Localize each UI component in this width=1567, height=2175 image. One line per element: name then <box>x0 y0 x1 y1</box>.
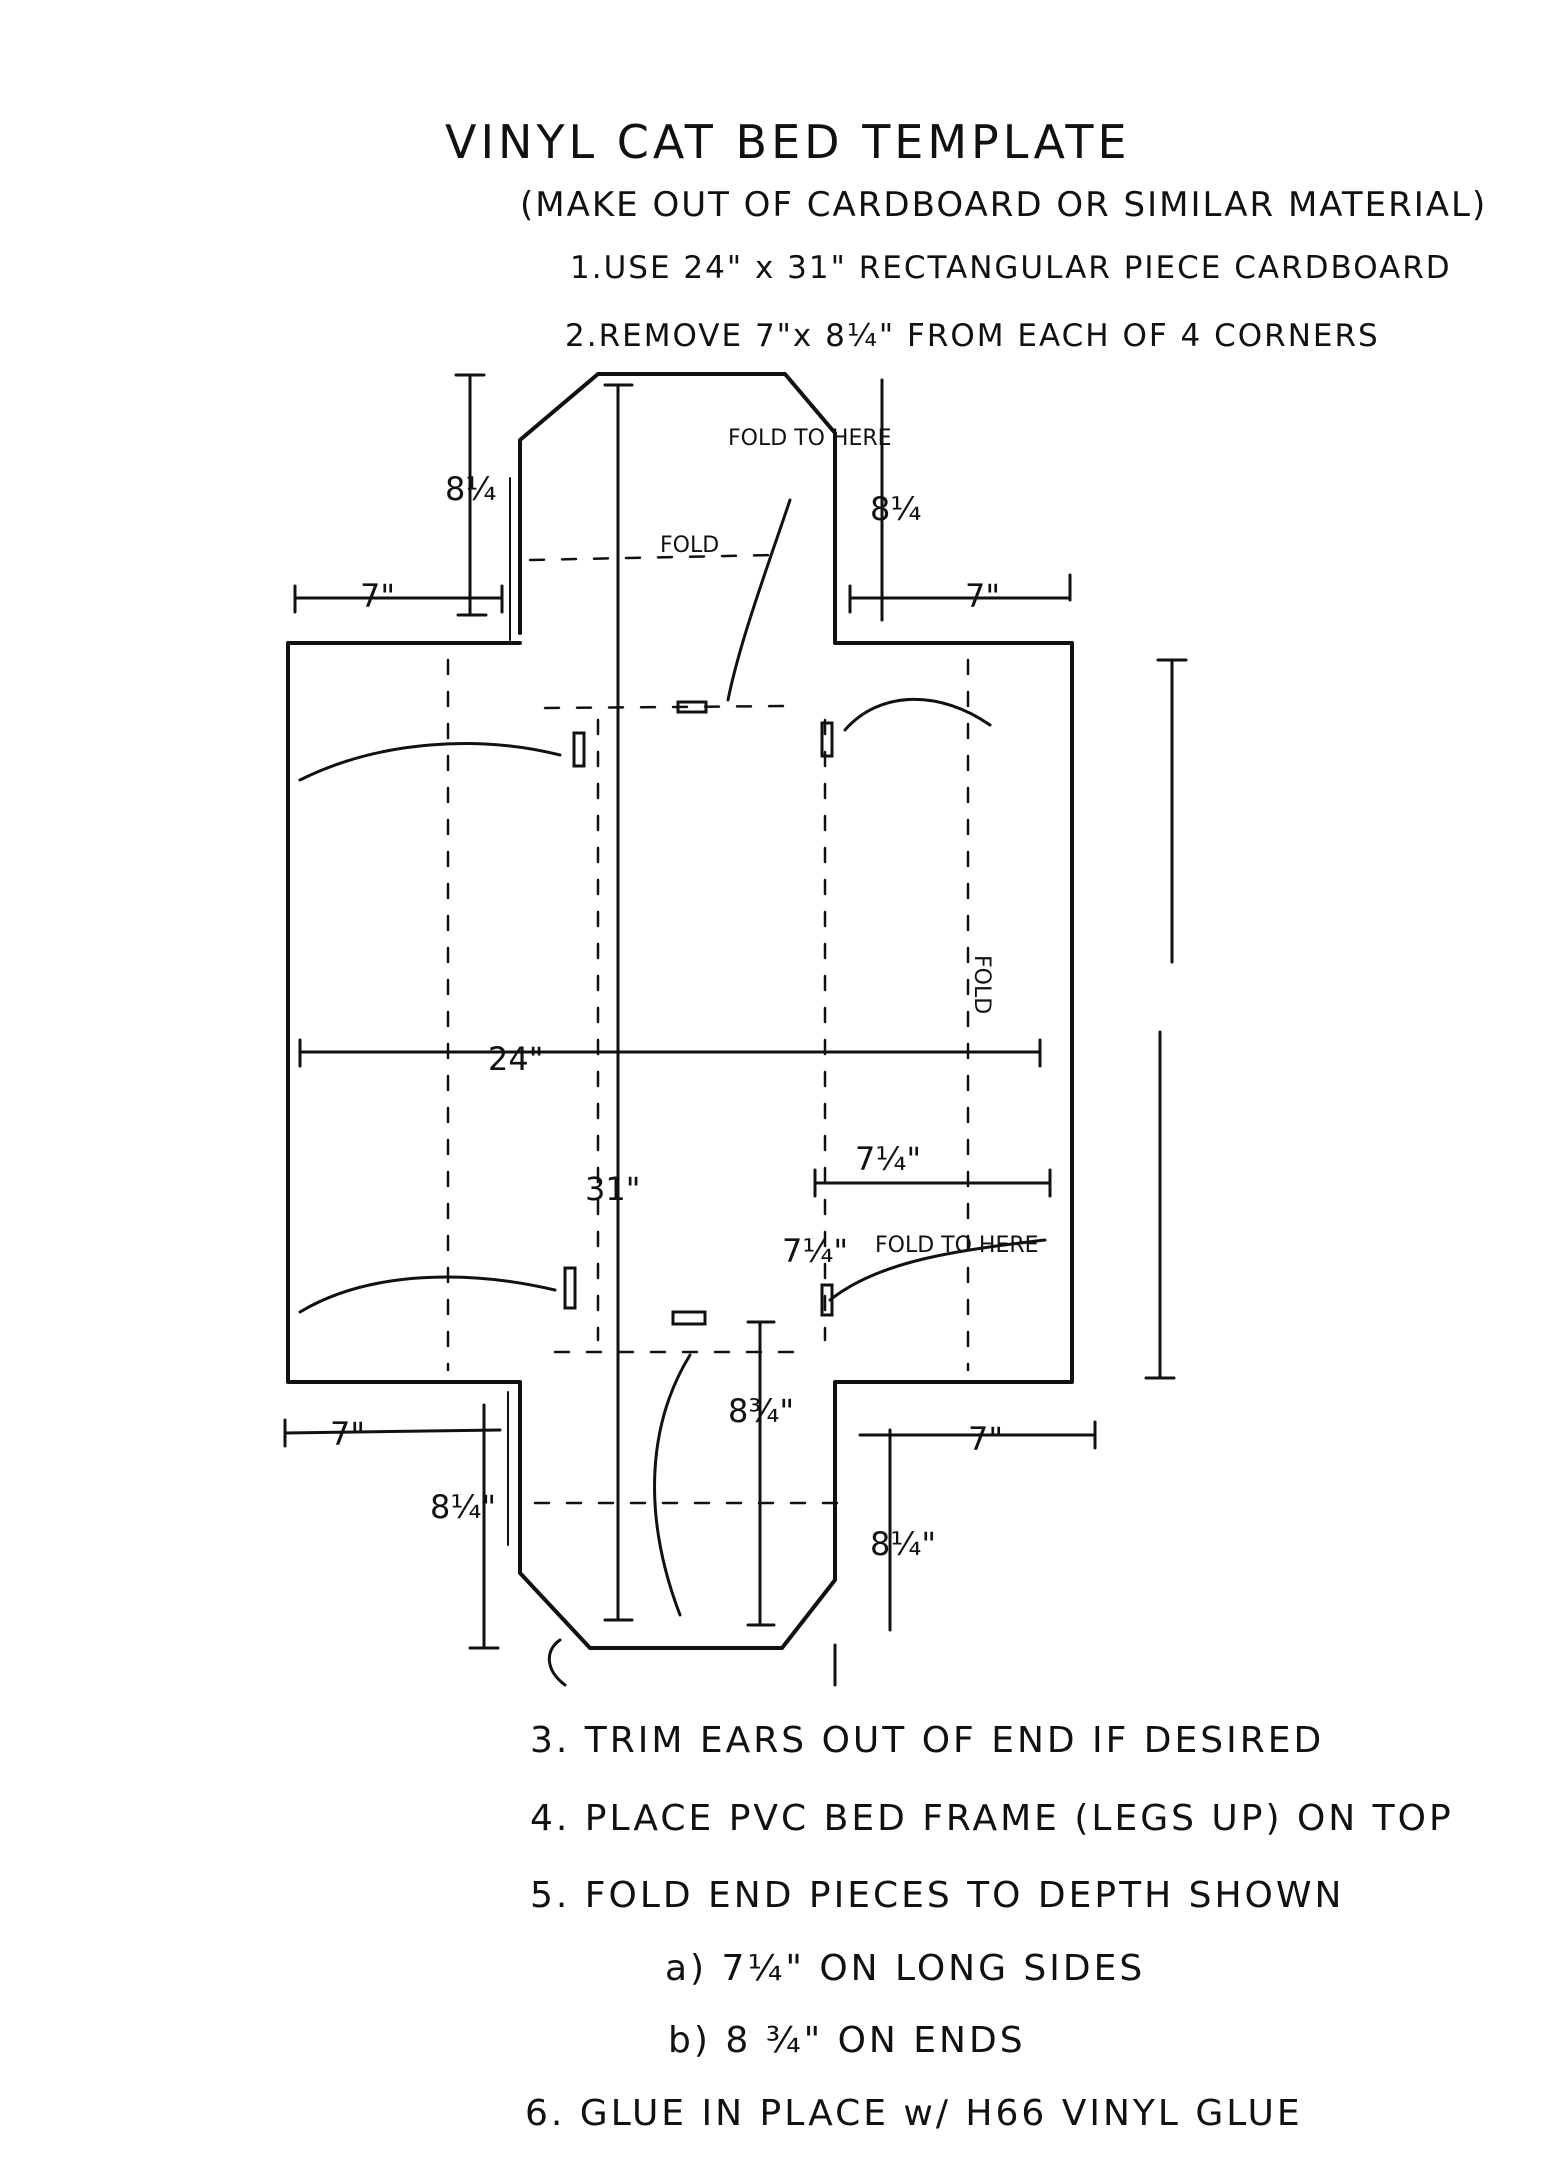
dim-side-depth-horizontal: 7¼" <box>855 1140 921 1178</box>
label-fold-top: FOLD <box>660 533 719 558</box>
dim-length: 31" <box>585 1170 640 1208</box>
slot-right-upper <box>820 721 834 758</box>
bottom-left-width-line <box>283 1428 502 1435</box>
instruction-5: 5. FOLD END PIECES TO DEPTH SHOWN <box>530 1875 1345 1916</box>
page-title: VINYL CAT BED TEMPLATE <box>445 115 1131 169</box>
instruction-3: 3. TRIM EARS OUT OF END IF DESIRED <box>530 1720 1325 1761</box>
instruction-4: 4. PLACE PVC BED FRAME (LEGS UP) ON TOP <box>530 1798 1454 1839</box>
dim-end-depth: 8¾" <box>728 1392 794 1430</box>
dim-width: 24" <box>488 1040 543 1078</box>
fold-line-top <box>528 553 777 562</box>
fold-arrow-left-lower <box>298 1275 557 1314</box>
dim-top-right-width: 7" <box>965 577 1000 615</box>
material-note: (MAKE OUT OF CARDBOARD OR SIMILAR MATERI… <box>520 185 1488 225</box>
step-2: 2.REMOVE 7"x 8¼" FROM EACH OF 4 CORNERS <box>565 318 1380 354</box>
fold-arrow-right-upper <box>843 697 992 732</box>
dim-side-depth-vertical: 7¼" <box>782 1232 848 1270</box>
dim-top-right-height: 8¼ <box>870 490 921 528</box>
template-outline <box>286 372 1074 1650</box>
slot-left-lower <box>563 1266 577 1310</box>
slot-bottom-center <box>671 1310 707 1326</box>
fold-arrow-bottom <box>653 1353 692 1617</box>
fold-line-top-inner <box>543 704 792 710</box>
fold-arrow-top <box>726 498 792 702</box>
dim-bottom-left-height: 8¼" <box>430 1488 496 1526</box>
instruction-5b: b) 8 ¾" ON ENDS <box>668 2020 1026 2061</box>
slot-left-upper <box>572 731 586 768</box>
dim-bottom-right-width: 7" <box>968 1420 1003 1458</box>
label-fold-side: FOLD <box>969 955 994 1014</box>
dim-top-left-height: 8¼ <box>445 470 496 508</box>
label-fold-to-here-bottom: FOLD TO HERE <box>875 1233 1039 1258</box>
step-1: 1.USE 24" x 31" RECTANGULAR PIECE CARDBO… <box>570 250 1452 286</box>
dim-bottom-right-height: 8¼" <box>870 1525 936 1563</box>
dim-top-left-width: 7" <box>360 577 395 615</box>
dim-bottom-left-width: 7" <box>330 1415 365 1453</box>
fold-arrow-left-upper <box>298 742 562 782</box>
fold-arrow-right-lower <box>828 1238 1047 1302</box>
instruction-6: 6. GLUE IN PLACE w/ H66 VINYL GLUE <box>525 2093 1303 2134</box>
slot-top-center <box>676 700 708 714</box>
ear-arrow-left <box>547 1638 567 1687</box>
label-fold-to-here-top: FOLD TO HERE <box>728 426 892 451</box>
instruction-5a: a) 7¼" ON LONG SIDES <box>665 1948 1146 1989</box>
